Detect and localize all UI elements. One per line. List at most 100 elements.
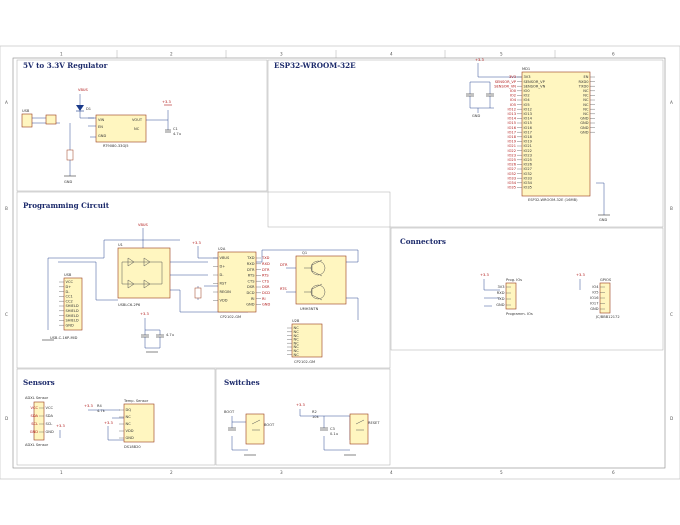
adxl-sensor: [33, 401, 45, 441]
transistor-pair: [295, 255, 347, 305]
temp-sensor-ic: [123, 403, 155, 443]
pin-label: GND: [46, 430, 54, 434]
net-label: VCC: [31, 406, 39, 410]
pin-label: IO5: [592, 291, 598, 295]
prog-header-title: Prog. IOs: [506, 278, 522, 282]
cp-resistor: [194, 287, 202, 299]
pin-label: IO17: [524, 130, 532, 134]
pin-label: DSR: [247, 285, 255, 289]
section-programming: [16, 191, 391, 369]
pin-label: IO33: [524, 176, 532, 180]
gpio-header-title: GPIOS: [600, 278, 612, 282]
esp32-ref: MD1: [522, 67, 530, 71]
net-label: IO23: [508, 153, 516, 157]
net-dtr: DTR: [280, 263, 288, 267]
pin-label: IO0: [524, 89, 531, 93]
transistor-ref: Q1: [302, 251, 307, 255]
zone-row-b: B: [5, 206, 8, 211]
net-label: IO33: [508, 176, 516, 180]
net-label: IO5: [510, 103, 516, 107]
diode-symbol: [76, 105, 84, 111]
reg-rail-label: VBUS: [78, 88, 89, 92]
section-connectors: [390, 227, 664, 351]
reg-output-rail: +3.3: [162, 100, 171, 104]
pin-label: VDD: [126, 429, 134, 433]
pin-label: VCC: [46, 406, 54, 410]
aux-ref: U2B: [292, 319, 300, 323]
regulator-ic: [95, 114, 147, 143]
transistor-part: UMH3NTN: [300, 307, 319, 311]
net-label: RXD: [262, 262, 270, 266]
zone-row-d: D: [5, 416, 8, 421]
net-label: GND: [262, 303, 270, 307]
cp-cap-value: 4.7u: [166, 333, 174, 337]
reset-switch: [349, 413, 369, 445]
reg-pin-nc: NC: [134, 127, 140, 131]
pin-label: NC: [294, 334, 300, 338]
esp32-left-pins: 3V33V3SENSOR_VPSENSOR_VPSENSOR_VNSENSOR_…: [494, 75, 545, 189]
pin-label: REGIN: [220, 290, 232, 294]
pin-label: IO12: [524, 107, 532, 111]
esp-cap-gnd: GND: [472, 114, 480, 118]
net-label: IO18: [508, 135, 517, 139]
net-label: SENSOR_VP: [495, 80, 517, 84]
regulator-part: RT9080-33GJ5: [103, 144, 129, 148]
pin-label: TXD0: [578, 84, 589, 88]
pin-label: NC: [294, 345, 300, 349]
zone-columns-bottom: 1 2 3 4 5 6: [60, 470, 615, 475]
reg-cap-ref: C1: [173, 127, 178, 131]
cp-cap-rail: +3.3: [140, 312, 149, 316]
reg-gnd-label: GND: [64, 180, 72, 184]
switches-area: BOOT BOOT +3.3 R2 10k C3 0.1u RESET: [224, 403, 380, 456]
pin-label: RI: [251, 297, 255, 301]
temp-rail: +3.3: [84, 404, 93, 408]
section-title-programming: Programming Circuit: [23, 201, 110, 210]
zone-row-b-right: B: [670, 206, 673, 211]
pin-label: IO25: [524, 158, 532, 162]
pin-label: 3V3: [524, 75, 531, 79]
pin-label: RXD: [497, 291, 505, 295]
pin-label: DTR: [247, 268, 255, 272]
gpio-header-label: JC/BBB12172: [595, 315, 620, 319]
zone-col-4: 4: [390, 52, 393, 57]
pin-label: NC: [583, 103, 589, 107]
cp2102-aux-chip: [291, 323, 323, 358]
pin-label: GND: [66, 323, 74, 327]
cp-part: CP2102-GM: [220, 315, 241, 319]
net-label: SCL: [31, 422, 38, 426]
prog-rail: +3.3: [480, 273, 489, 277]
net-label: RTS: [262, 274, 269, 278]
pin-label: D-: [66, 290, 71, 294]
pin-label: CC1: [66, 295, 73, 299]
esp-gnd-label: GND: [599, 218, 607, 222]
adxl-label-top: ADXL Sensor: [25, 396, 49, 400]
cp-ref: U2A: [218, 247, 226, 251]
boot-switch: [245, 413, 265, 445]
aux-part: CP2102-GM: [294, 360, 315, 364]
section-sensors: [16, 368, 216, 466]
pin-label: GND: [126, 436, 134, 440]
net-label: DCD: [262, 291, 270, 295]
pin-label: CC2: [66, 299, 73, 303]
pin-label: CTS: [248, 279, 256, 283]
connectors-area: +3.3 Prog. IOs Programm. IOs 3V3RXDTXDGN…: [480, 273, 620, 319]
pin-label: IO18: [524, 135, 533, 139]
pin-label: NC: [583, 112, 589, 116]
zone-col-4-bottom: 4: [390, 470, 393, 475]
temp-resistor-value: 4.7k: [97, 409, 106, 413]
pin-label: TXD: [246, 256, 255, 260]
pin-label: DQ: [126, 408, 132, 412]
pin-label: D+: [220, 265, 226, 269]
pin-label: NC: [583, 94, 589, 98]
zone-columns-top: 1 2 3 4 5 6: [60, 50, 615, 58]
net-label: IO14: [508, 117, 517, 121]
net-label: IO25: [508, 158, 516, 162]
regulator-circuit: VBUS D1 USB VIN EN GND VOUT NC RT9080-33…: [21, 88, 181, 184]
